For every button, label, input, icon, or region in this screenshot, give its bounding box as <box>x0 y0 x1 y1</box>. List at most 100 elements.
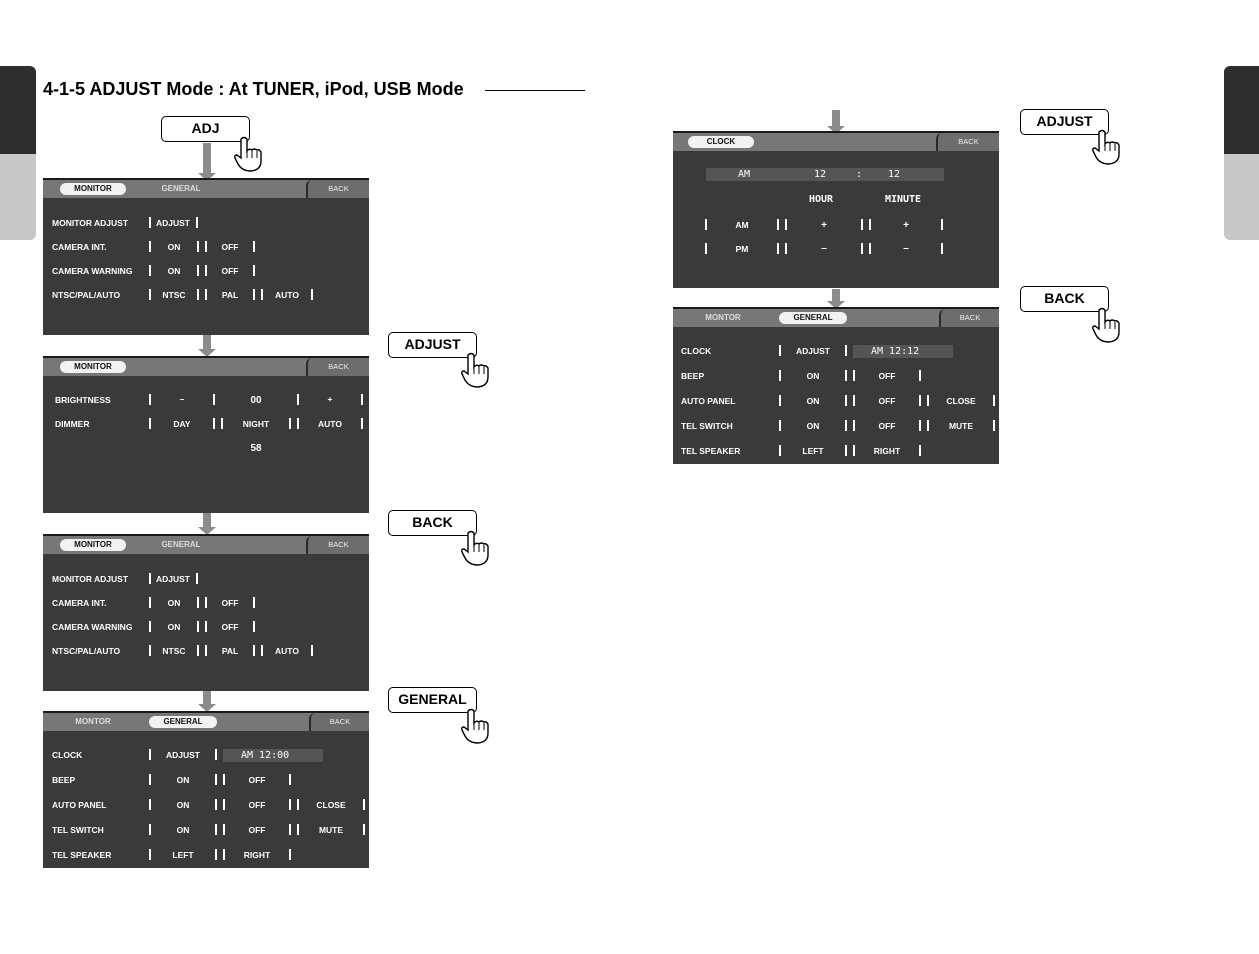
tab-bar <box>673 133 999 151</box>
camera-int-label: CAMERA INT. <box>52 242 107 252</box>
flow-arrow <box>198 513 216 535</box>
camera-warning-on[interactable]: ON <box>167 266 181 276</box>
auto-option[interactable]: AUTO <box>275 290 299 300</box>
camera-warning-on[interactable]: ON <box>167 622 181 632</box>
auto-panel-off[interactable]: OFF <box>248 800 266 810</box>
camera-warning-label: CAMERA WARNING <box>52 622 133 632</box>
auto-panel-close[interactable]: CLOSE <box>316 800 346 810</box>
flow-arrow <box>827 289 845 309</box>
back-button[interactable]: BACK <box>306 180 369 198</box>
beep-on[interactable]: ON <box>806 371 820 381</box>
tel-switch-off[interactable]: OFF <box>878 421 896 431</box>
tel-speaker-right[interactable]: RIGHT <box>243 850 271 860</box>
tab-general[interactable]: GENERAL <box>161 184 201 193</box>
back-button[interactable]: BACK <box>309 713 369 731</box>
flow-arrow <box>827 110 845 134</box>
monitor-adjust-button[interactable]: ADJUST <box>155 574 190 584</box>
beep-off[interactable]: OFF <box>878 371 896 381</box>
right-side-tab <box>1224 66 1259 240</box>
back-button[interactable]: BACK <box>939 309 999 327</box>
beep-label: BEEP <box>681 371 705 381</box>
brightness-minus-button[interactable]: – <box>179 394 185 404</box>
am-button[interactable]: AM <box>735 220 749 230</box>
back-button-callout[interactable]: BACK <box>388 510 477 536</box>
camera-int-off[interactable]: OFF <box>221 242 239 252</box>
back-button[interactable]: BACK <box>306 536 369 554</box>
pm-button[interactable]: PM <box>735 244 749 254</box>
tab-general[interactable]: GENERAL <box>149 716 217 728</box>
tel-switch-on[interactable]: ON <box>806 421 820 431</box>
clock-time-display: AM 12:12 <box>853 345 953 358</box>
dimmer-day[interactable]: DAY <box>173 419 191 429</box>
beep-on[interactable]: ON <box>176 775 190 785</box>
brightness-value: 00 <box>250 395 262 406</box>
clock-display-colon: : <box>856 169 863 180</box>
tel-speaker-left[interactable]: LEFT <box>172 850 194 860</box>
pal-option[interactable]: PAL <box>221 646 239 656</box>
left-side-tab <box>0 66 36 240</box>
ntsc-option[interactable]: NTSC <box>162 646 186 656</box>
tab-general[interactable]: GENERAL <box>779 312 847 324</box>
back-button-callout[interactable]: BACK <box>1020 286 1109 312</box>
tel-switch-mute[interactable]: MUTE <box>318 825 344 835</box>
minute-plus-button[interactable]: + <box>903 220 909 231</box>
clock-adjust-button[interactable]: ADJUST <box>165 750 200 760</box>
tel-switch-label: TEL SWITCH <box>681 421 733 431</box>
hand-pointer-icon <box>1092 307 1120 343</box>
tab-monitor[interactable]: MONITOR <box>60 361 126 373</box>
tab-monitor[interactable]: MONTOR <box>705 313 741 322</box>
brightness-label: BRIGHTNESS <box>55 395 111 405</box>
hand-pointer-icon <box>461 352 489 388</box>
auto-panel-off[interactable]: OFF <box>878 396 896 406</box>
tel-speaker-right[interactable]: RIGHT <box>873 446 901 456</box>
clock-screen: CLOCK BACK AM 12 : 12 HOUR MINUTE AM + +… <box>673 131 999 288</box>
auto-panel-on[interactable]: ON <box>806 396 820 406</box>
monitor-adjust-button[interactable]: ADJUST <box>155 218 190 228</box>
page-heading: 4-1-5 ADJUST Mode : At TUNER, iPod, USB … <box>43 79 464 99</box>
back-button[interactable]: BACK <box>936 133 999 151</box>
adj-button-callout[interactable]: ADJ <box>161 116 250 142</box>
tel-speaker-left[interactable]: LEFT <box>802 446 824 456</box>
ntsc-option[interactable]: NTSC <box>162 290 186 300</box>
monitor-adjust-label: MONITOR ADJUST <box>52 574 129 584</box>
adjust-button-callout[interactable]: ADJUST <box>1020 109 1109 135</box>
camera-warning-off[interactable]: OFF <box>221 266 239 276</box>
tel-switch-off[interactable]: OFF <box>248 825 266 835</box>
pal-option[interactable]: PAL <box>221 290 239 300</box>
camera-int-label: CAMERA INT. <box>52 598 107 608</box>
tel-switch-on[interactable]: ON <box>176 825 190 835</box>
tab-monitor[interactable]: MONITOR <box>60 183 126 195</box>
tab-monitor[interactable]: MONITOR <box>60 539 126 551</box>
beep-off[interactable]: OFF <box>248 775 266 785</box>
tab-general[interactable]: GENERAL <box>161 540 201 549</box>
hour-plus-button[interactable]: + <box>821 220 827 231</box>
hand-pointer-icon <box>234 136 262 172</box>
dimmer-night[interactable]: NIGHT <box>242 419 270 429</box>
auto-panel-on[interactable]: ON <box>176 800 190 810</box>
auto-panel-close[interactable]: CLOSE <box>946 396 976 406</box>
brightness-plus-button[interactable]: + <box>327 394 333 404</box>
camera-int-off[interactable]: OFF <box>221 598 239 608</box>
hand-pointer-icon <box>461 708 489 744</box>
camera-int-on[interactable]: ON <box>167 598 181 608</box>
clock-adjust-button[interactable]: ADJUST <box>795 346 830 356</box>
general-button-callout[interactable]: GENERAL <box>388 687 477 713</box>
tel-switch-mute[interactable]: MUTE <box>948 421 974 431</box>
auto-option[interactable]: AUTO <box>275 646 299 656</box>
monitor-adjust-label: MONITOR ADJUST <box>52 218 129 228</box>
flow-arrow <box>198 143 216 181</box>
auto-panel-label: AUTO PANEL <box>681 396 736 406</box>
minute-minus-button[interactable]: – <box>903 243 909 254</box>
beep-label: BEEP <box>52 775 76 785</box>
tab-monitor[interactable]: MONTOR <box>75 717 111 726</box>
camera-int-on[interactable]: ON <box>167 242 181 252</box>
dimmer-auto[interactable]: AUTO <box>318 419 342 429</box>
camera-warning-off[interactable]: OFF <box>221 622 239 632</box>
tel-switch-label: TEL SWITCH <box>52 825 104 835</box>
tab-clock[interactable]: CLOCK <box>688 136 754 148</box>
hour-minus-button[interactable]: – <box>821 243 827 254</box>
back-button[interactable]: BACK <box>306 358 369 376</box>
hour-label: HOUR <box>808 194 834 205</box>
adjust-button-callout[interactable]: ADJUST <box>388 332 477 358</box>
monitor-screen-1: MONITOR GENERAL BACK MONITOR ADJUST ADJU… <box>43 178 369 335</box>
